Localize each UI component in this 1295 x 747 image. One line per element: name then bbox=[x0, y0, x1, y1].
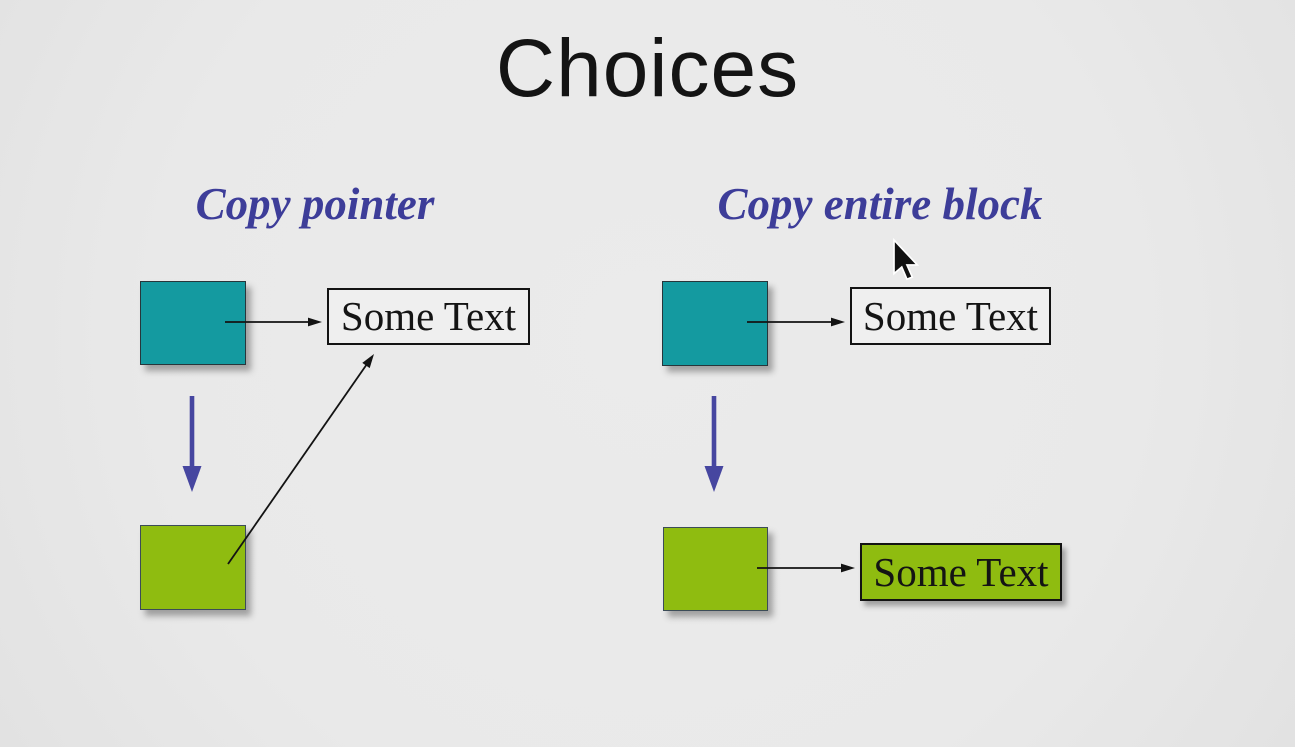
slide-title: Choices bbox=[495, 23, 800, 114]
mouse-cursor-icon bbox=[893, 237, 920, 281]
left-text-block-label: Some Text bbox=[340, 293, 517, 339]
right-copy-arrow-icon bbox=[704, 396, 724, 492]
left-copied-pointer-block bbox=[140, 525, 246, 610]
left-source-pointer-block bbox=[140, 281, 246, 365]
right-copied-text-block-label: Some Text bbox=[873, 548, 1049, 595]
left-text-block: Some Text bbox=[327, 288, 530, 345]
right-source-pointer-block bbox=[662, 281, 768, 366]
right-copied-text-block: Some Text bbox=[860, 543, 1062, 601]
right-copied-pointer-block bbox=[663, 527, 768, 611]
right-text-block-label: Some Text bbox=[862, 292, 1039, 339]
right-copied-pointer-arrow-icon bbox=[757, 563, 855, 573]
left-shared-pointer-arrow-icon bbox=[227, 354, 374, 565]
right-column-heading: Copy entire block bbox=[717, 179, 1043, 229]
left-copy-arrow-icon bbox=[182, 396, 202, 492]
left-column-heading: Copy pointer bbox=[195, 179, 435, 229]
right-text-block: Some Text bbox=[850, 287, 1051, 345]
